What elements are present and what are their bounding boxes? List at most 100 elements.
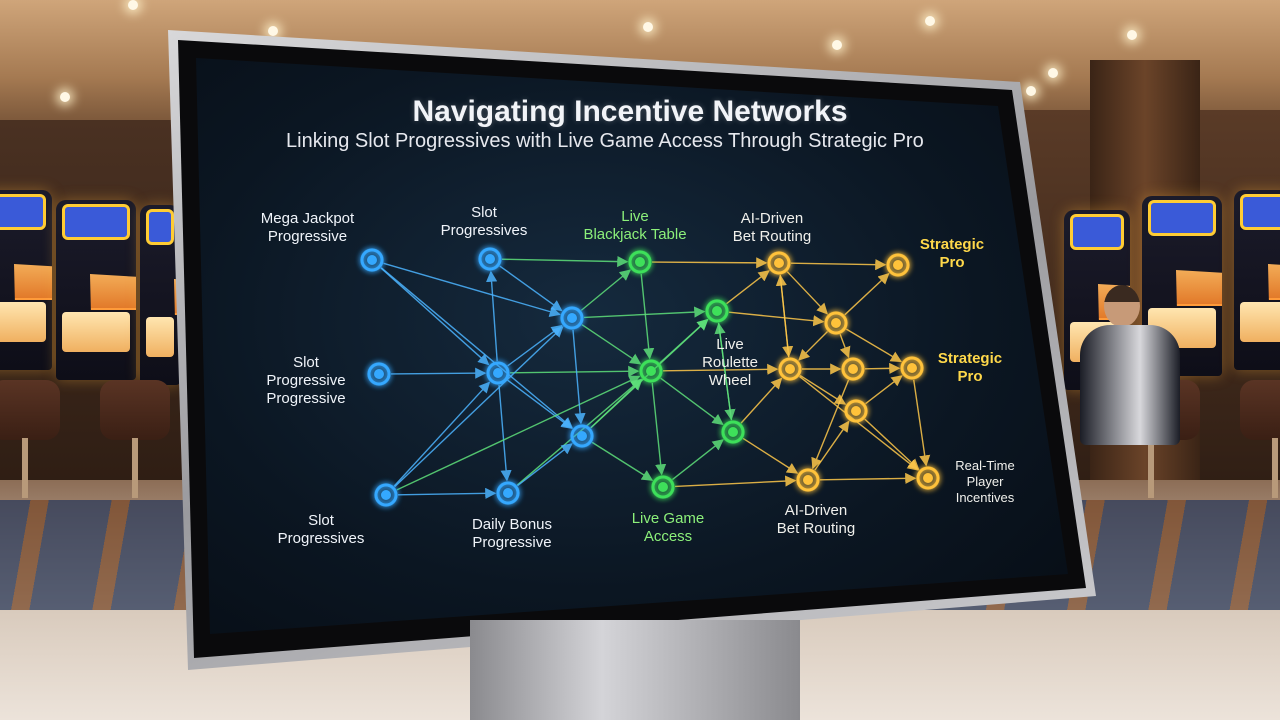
network-node-core [774, 258, 784, 268]
network-node-core [658, 482, 668, 492]
network-edge [799, 374, 847, 405]
network-edge [486, 270, 498, 362]
network-node [900, 356, 924, 380]
network-node-core [907, 363, 917, 373]
network-node-core [374, 369, 384, 379]
network-edge [499, 265, 563, 312]
network-edge [798, 330, 829, 361]
network-node [767, 251, 791, 275]
network-node [496, 481, 520, 505]
network-edge [864, 418, 920, 471]
network-node-core [635, 257, 645, 267]
network-edge [660, 377, 724, 426]
network-edge [498, 384, 512, 482]
network-edge [397, 487, 497, 499]
stool [0, 380, 60, 500]
network-node-core [785, 364, 795, 374]
network-edge [864, 362, 901, 374]
network-nodes [360, 247, 940, 507]
network-node [651, 475, 675, 499]
network-edge [714, 322, 733, 421]
network-edge [814, 420, 850, 471]
network-node-core [893, 260, 903, 270]
network-node [628, 250, 652, 274]
network-node [824, 311, 848, 335]
network-edge [819, 472, 917, 484]
network-edge [572, 329, 586, 425]
network-node [886, 253, 910, 277]
network-edge [913, 379, 931, 467]
network-edge [651, 257, 768, 269]
network-node [796, 468, 820, 492]
network-node [778, 357, 802, 381]
network-node [486, 361, 510, 385]
network-edge [517, 443, 573, 487]
network-edge [839, 334, 851, 359]
seated-person [1080, 285, 1190, 485]
network-edge [501, 255, 629, 268]
network-edge [396, 375, 641, 491]
network-node [478, 247, 502, 271]
network-edge [390, 367, 487, 379]
network-edge [507, 379, 573, 430]
ceiling-light [1026, 86, 1036, 96]
ceiling-light [643, 22, 653, 32]
screen-subtitle: Linking Slot Progressives with Live Game… [286, 130, 924, 152]
monitor-screen [196, 58, 1068, 634]
network-node-core [923, 473, 933, 483]
network-node-core [367, 255, 377, 265]
network-node [916, 466, 940, 490]
ceiling-light [268, 26, 278, 36]
network-edge [651, 382, 667, 476]
network-node-core [646, 366, 656, 376]
network-edge [383, 262, 561, 318]
network-node-core [381, 490, 391, 500]
ceiling-light [1048, 68, 1058, 78]
stool [1240, 380, 1280, 500]
network-edge [844, 272, 890, 316]
monitor-stand [470, 620, 800, 720]
network-edge [775, 274, 790, 358]
network-edge [640, 273, 655, 360]
network-node [374, 483, 398, 507]
network-edge [581, 324, 642, 365]
network-node [844, 399, 868, 423]
network-edge [674, 475, 797, 488]
network-edge [740, 377, 783, 424]
network-node-core [851, 406, 861, 416]
slot-machine [56, 200, 136, 380]
network-edge [726, 270, 770, 305]
network-edge [509, 365, 640, 377]
network-node-core [803, 475, 813, 485]
ceiling-light [60, 92, 70, 102]
network-edge [845, 328, 903, 363]
network-edge [811, 379, 850, 470]
network-node [721, 420, 745, 444]
slot-machine [0, 190, 52, 370]
network-node-core [567, 313, 577, 323]
ceiling-light [925, 16, 935, 26]
network-edge [672, 439, 724, 481]
network-node-core [503, 488, 513, 498]
network-edge [393, 381, 491, 487]
network-node-core [485, 254, 495, 264]
network-edge [659, 318, 709, 364]
network-edges [380, 255, 931, 499]
ceiling-light [128, 0, 138, 10]
network-edge [865, 375, 903, 405]
network-node-core [577, 431, 587, 441]
network-edge [662, 363, 779, 375]
